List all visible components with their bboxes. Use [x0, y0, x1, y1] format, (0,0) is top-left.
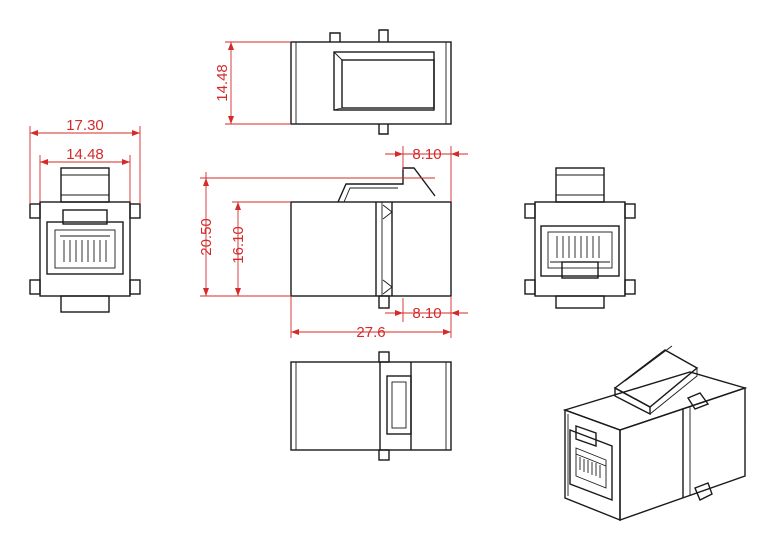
dim-overall-length: 27.6 [290, 296, 452, 341]
dim-front-outer-width: 17.30 [29, 117, 141, 204]
dim-side-outer-height: 20.50 [198, 172, 435, 297]
dim-label-overall-length: 27.6 [356, 324, 385, 341]
dim-label-top-height: 14.48 [214, 64, 231, 102]
iso-jack-contacts [579, 457, 601, 478]
dim-front-inner-width: 14.48 [39, 146, 131, 202]
dim-label-side-inner: 16.10 [230, 226, 247, 264]
dim-label-side-outer: 20.50 [198, 218, 215, 256]
front-view-right [524, 167, 636, 309]
dim-latch-offset-bottom: 8.10 [385, 296, 468, 322]
dim-label-latch-bottom: 8.10 [412, 305, 441, 322]
front-view-left [29, 167, 141, 313]
bottom-view [290, 351, 452, 461]
top-view [290, 29, 452, 135]
left-jack-contacts [63, 240, 107, 262]
dim-top-height: 14.48 [214, 41, 291, 125]
right-jack-contacts [556, 236, 600, 258]
dim-latch-offset-top: 8.10 [385, 146, 468, 202]
side-view [290, 167, 452, 309]
dim-label-latch-top: 8.10 [412, 146, 441, 163]
dim-label-front-outer: 17.30 [66, 117, 104, 134]
dim-label-front-inner: 14.48 [66, 146, 104, 163]
isometric-view [562, 345, 748, 522]
dim-side-inner-height: 16.10 [230, 201, 291, 296]
